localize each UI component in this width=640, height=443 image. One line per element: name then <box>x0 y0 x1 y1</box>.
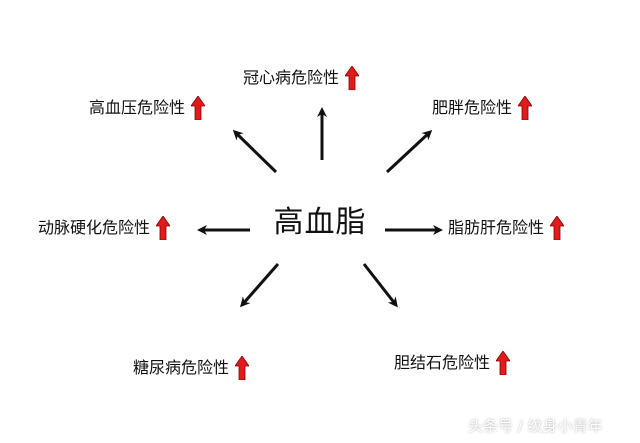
arrow-to-djs <box>362 263 398 308</box>
risk-label: 冠心病危险性 <box>243 68 340 87</box>
risk-node-tnb: 糖尿病危险性 <box>133 356 250 380</box>
up-arrow-icon <box>518 96 533 120</box>
arrow-to-fp <box>385 129 433 174</box>
risk-node-dmyh: 动脉硬化危险性 <box>38 216 171 240</box>
arrow-to-tnb <box>240 263 280 308</box>
risk-label: 肥胖危险性 <box>432 98 513 117</box>
center-node-label: 高血脂 <box>273 205 367 240</box>
risk-node-fp: 肥胖危险性 <box>432 96 533 120</box>
up-arrow-icon <box>496 351 511 375</box>
risk-node-gxy: 高血压危险性 <box>89 96 206 120</box>
watermark: 头条号 / 纹身小青年 <box>468 417 603 435</box>
up-arrow-icon <box>550 216 565 240</box>
risk-label: 动脉硬化危险性 <box>38 218 151 237</box>
up-arrow-icon <box>235 356 250 380</box>
risk-node-zfg: 脂肪肝危险性 <box>448 216 565 240</box>
arrow-to-gxy <box>232 129 278 174</box>
risk-node-gxb: 冠心病危险性 <box>243 66 360 90</box>
risk-label: 胆结石危险性 <box>394 353 491 372</box>
up-arrow-icon <box>345 66 360 90</box>
risk-node-djs: 胆结石危险性 <box>394 351 511 375</box>
risk-label: 糖尿病危险性 <box>133 358 230 377</box>
up-arrow-icon <box>191 96 206 120</box>
up-arrow-icon <box>156 216 171 240</box>
risk-label: 脂肪肝危险性 <box>448 218 545 237</box>
risk-label: 高血压危险性 <box>89 98 186 117</box>
